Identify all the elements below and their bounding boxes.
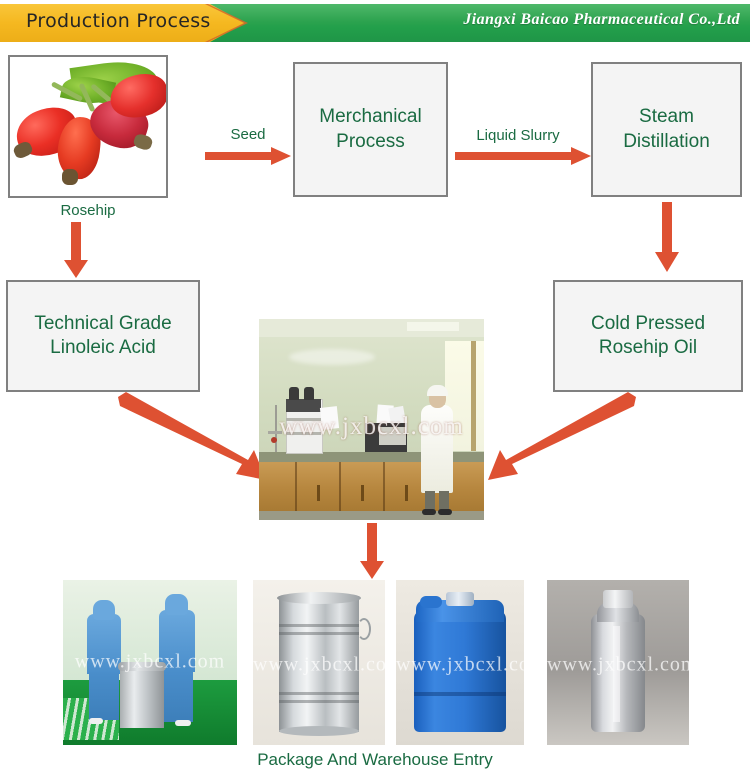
arrow-rosehip-to-mechanical: [205, 146, 291, 166]
arrow-distillation-to-coldpressed: [655, 202, 679, 272]
arrow-label-liquid-slurry: Liquid Slurry: [476, 127, 560, 144]
lab-stand: [275, 405, 277, 452]
photo-cleanroom-workers: www.jxbcxl.com: [63, 580, 237, 745]
drum-rib-3: [279, 692, 359, 695]
calyx-2: [62, 169, 78, 185]
window-frame: [471, 341, 476, 451]
technician-cap: [427, 385, 448, 396]
box-merchanical-process: Merchanical Process: [293, 62, 448, 197]
instrument-module-1: [286, 399, 321, 412]
technician-leg-left: [425, 491, 435, 512]
company-name: Jiangxi Baicao Pharmaceutical Co.,Ltd: [463, 11, 740, 28]
drum-handle: [357, 618, 371, 640]
box-technical-grade-linoleic-acid: Technical Grade Linoleic Acid: [6, 280, 200, 392]
bottle-highlight: [613, 626, 620, 722]
lab-bench-top: [259, 452, 484, 462]
lab-photo: www.jxbcxl.com: [259, 319, 484, 520]
drum-rim: [277, 592, 361, 604]
worker-left-body: [87, 614, 121, 674]
rosehip-photo: [8, 55, 168, 198]
photo-aluminum-bottle: www.jxbcxl.com: [547, 580, 689, 745]
drum-rib-2: [279, 632, 359, 635]
technician-leg-right: [439, 491, 449, 512]
box-coldpressed-line1: Cold Pressed: [590, 312, 706, 334]
page-title: Production Process: [26, 10, 211, 32]
jerrycan-cap: [446, 592, 474, 606]
paper-sheet-1: [319, 406, 340, 430]
cabinet-handle-1: [317, 485, 320, 501]
technician-shoe-right: [438, 509, 452, 515]
technician-shoe-left: [422, 509, 436, 515]
arrow-linoleic-to-lab: [118, 392, 268, 482]
red-valve: [271, 437, 277, 443]
bottle-cap: [603, 590, 633, 608]
box-cold-pressed-rosehip-oil: Cold Pressed Rosehip Oil: [553, 280, 743, 392]
worker-right-body: [159, 610, 195, 672]
arrow-lab-to-packaging: [360, 523, 384, 579]
wall-glare: [289, 349, 375, 365]
photo-steel-drum: www.jxbcxl.com: [253, 580, 385, 745]
arrow-coldpressed-to-lab: [480, 392, 636, 482]
lab-clamp: [268, 431, 282, 434]
steel-drum-small: [120, 666, 164, 728]
cabinet-divider-3: [383, 462, 385, 520]
arrow-mechanical-to-distillation: [455, 146, 591, 166]
banner-yellow-chevron: [0, 4, 245, 42]
worker-right-hood: [165, 594, 188, 615]
box-linoleic-line2: Linoleic Acid: [50, 337, 156, 358]
instrument-module-3: [286, 432, 321, 435]
cabinet-divider-2: [339, 462, 341, 520]
ceiling-light: [407, 322, 459, 331]
arrow-label-seed: Seed: [230, 126, 266, 143]
worker-left-legs: [89, 672, 119, 720]
jerrycan-body: [414, 610, 506, 732]
solvent-bottle-2: [304, 387, 314, 400]
cabinet-handle-3: [405, 485, 408, 501]
instrument-module-2: [286, 418, 321, 421]
header-banner: Production Process Jiangxi Baicao Pharma…: [0, 4, 750, 42]
arrow-rosehip-to-linoleic: [64, 222, 88, 278]
instrument-screen: [379, 427, 406, 445]
drum-body: [279, 596, 359, 732]
steel-drum-lid: [118, 662, 166, 671]
drum-rib-4: [279, 700, 359, 703]
worker-left-hood: [93, 600, 115, 620]
drum-rib-1: [279, 624, 359, 627]
box-steam-line1: Steam: [639, 106, 694, 128]
solvent-bottle-1: [289, 387, 299, 400]
box-steam-distillation: Steam Distillation: [591, 62, 742, 197]
box-linoleic-line1: Technical Grade: [34, 312, 172, 334]
drum-base: [279, 726, 359, 736]
jerrycan-handle: [420, 596, 442, 608]
worker-right-shoe: [175, 720, 191, 726]
cabinet-handle-2: [361, 485, 364, 501]
rosehip-caption: Rosehip: [60, 202, 116, 219]
photo-blue-jerry-can: www.jxbcxl.com: [396, 580, 524, 745]
jerrycan-groove: [414, 692, 506, 696]
worker-right-legs: [161, 670, 193, 722]
lab-technician-coat: [421, 405, 453, 493]
box-merchanical-line2: Process: [336, 130, 405, 152]
lab-floor: [259, 511, 484, 520]
box-steam-line2: Distillation: [623, 130, 710, 152]
worker-left-shoe: [89, 718, 103, 724]
box-merchanical-line1: Merchanical: [319, 106, 422, 128]
box-coldpressed-line2: Rosehip Oil: [598, 337, 698, 358]
packaging-caption: Package And Warehouse Entry: [257, 750, 493, 769]
cabinet-divider-1: [295, 462, 297, 520]
